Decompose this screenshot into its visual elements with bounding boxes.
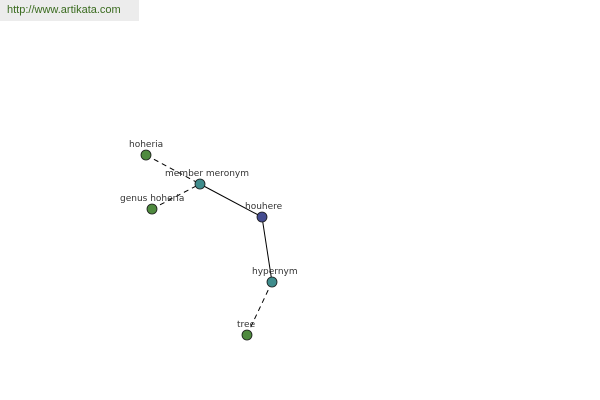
- edge-houhere-to-hypernym: [261, 216, 273, 283]
- node-hoheria[interactable]: [140, 149, 152, 161]
- labels-layer: hoheria member meronym genus hoheria houher…: [120, 140, 298, 330]
- node-houhere[interactable]: [256, 211, 268, 223]
- edge-genus-hoheria-to-member-meronym: [151, 183, 201, 210]
- node-tree[interactable]: [241, 329, 253, 341]
- edge-hypernym-to-tree: [246, 281, 273, 336]
- node-genus-hoheria[interactable]: [146, 203, 158, 215]
- node-label-member-meronym: member meronym: [165, 169, 249, 179]
- edge-member-meronym-to-houhere: [199, 183, 263, 218]
- edge-hoheria-to-member-meronym: [145, 154, 201, 185]
- node-label-hoheria: hoheria: [129, 140, 163, 150]
- url-text: http://www.artikata.com: [7, 4, 121, 16]
- node-label-houhere: houhere: [245, 202, 283, 212]
- node-member-meronym[interactable]: [194, 178, 206, 190]
- node-label-genus-hoheria: genus hoheria: [120, 194, 184, 204]
- nodes-layer: [140, 149, 278, 341]
- url-banner: http://www.artikata.com: [0, 0, 139, 21]
- edges-layer: [145, 154, 273, 336]
- node-label-tree: tree: [237, 320, 256, 330]
- node-hypernym[interactable]: [266, 276, 278, 288]
- node-label-hypernym: hypernym: [252, 267, 298, 277]
